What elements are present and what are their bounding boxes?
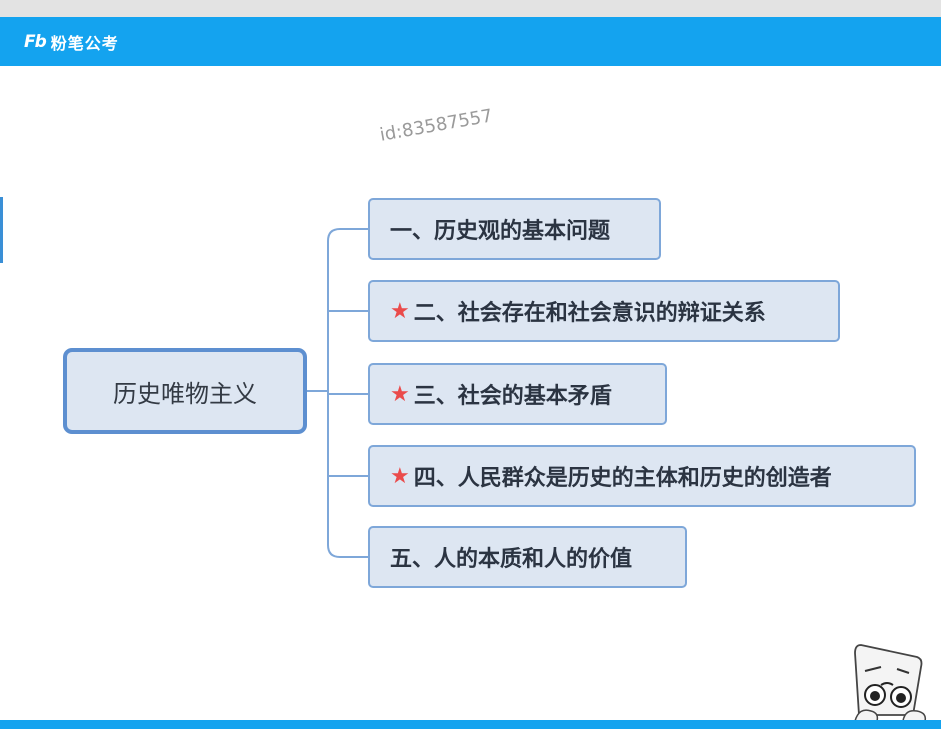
mindmap-node-3: ★ 三、社会的基本矛盾: [368, 363, 667, 425]
mindmap-root-node: 历史唯物主义: [63, 348, 307, 434]
star-icon: ★: [390, 381, 410, 407]
star-icon: ★: [390, 463, 410, 489]
mindmap-connectors: [307, 228, 368, 558]
left-edge-marker: [0, 197, 3, 263]
mindmap-node-2: ★ 二、社会存在和社会意识的辩证关系: [368, 280, 840, 342]
mindmap-node-5: 五、人的本质和人的价值: [368, 526, 687, 588]
bottom-bar: [0, 720, 941, 729]
mascot-character: [854, 644, 927, 721]
browser-top-strip: [0, 0, 941, 18]
node-label: 五、人的本质和人的价值: [390, 547, 633, 572]
node-label: 二、社会存在和社会意识的辩证关系: [413, 301, 766, 326]
node-label: 三、社会的基本矛盾: [413, 384, 612, 409]
logo-text: 粉笔公考: [50, 33, 119, 53]
star-icon: ★: [390, 298, 410, 324]
logo-mark: Fb: [24, 31, 47, 52]
fenbi-logo: Fb 粉笔公考: [24, 30, 119, 54]
mindmap-node-1: 一、历史观的基本问题: [368, 198, 661, 260]
slide: Fb 粉笔公考 id:83587557 历史唯物主义 一、历史观的基本问题 ★ …: [0, 17, 941, 729]
node-label: 四、人民群众是历史的主体和历史的创造者: [413, 466, 832, 491]
header-bar: Fb 粉笔公考: [0, 17, 941, 66]
mindmap-node-4: ★ 四、人民群众是历史的主体和历史的创造者: [368, 445, 916, 507]
node-label: 一、历史观的基本问题: [390, 219, 611, 244]
